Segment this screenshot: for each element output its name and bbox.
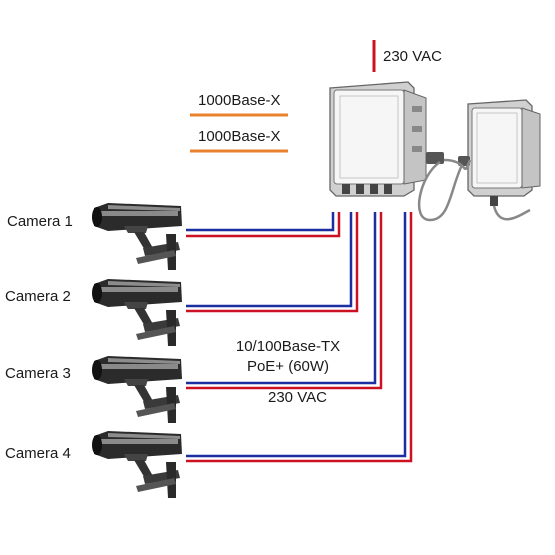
camera-4-label: Camera 4 <box>5 445 71 462</box>
camera-1-icon <box>92 203 182 270</box>
main-enclosure-icon <box>329 81 444 197</box>
interconnect-cable <box>417 158 531 222</box>
camera-1-cable <box>186 212 341 238</box>
poe-label: PoE+ (60W) <box>246 358 330 375</box>
camera-4-cable <box>186 212 413 463</box>
camera-2-label: Camera 2 <box>5 288 71 305</box>
camera-2-icon <box>92 279 182 346</box>
power-cameras-label: 230 VAC <box>268 389 327 406</box>
camera-4-icon <box>92 431 182 498</box>
camera-3-label: Camera 3 <box>5 365 71 382</box>
camera-2-cable <box>186 212 359 313</box>
aux-enclosure-icon <box>458 99 541 206</box>
power-top-label: 230 VAC <box>383 48 442 65</box>
camera-3-icon <box>92 356 182 423</box>
camera-1-label: Camera 1 <box>7 213 73 230</box>
link-type-label: 10/100Base-TX <box>235 338 341 355</box>
uplink-2-label: 1000Base-X <box>198 128 281 145</box>
camera-3-cable <box>186 212 383 390</box>
uplink-1-label: 1000Base-X <box>198 92 281 109</box>
